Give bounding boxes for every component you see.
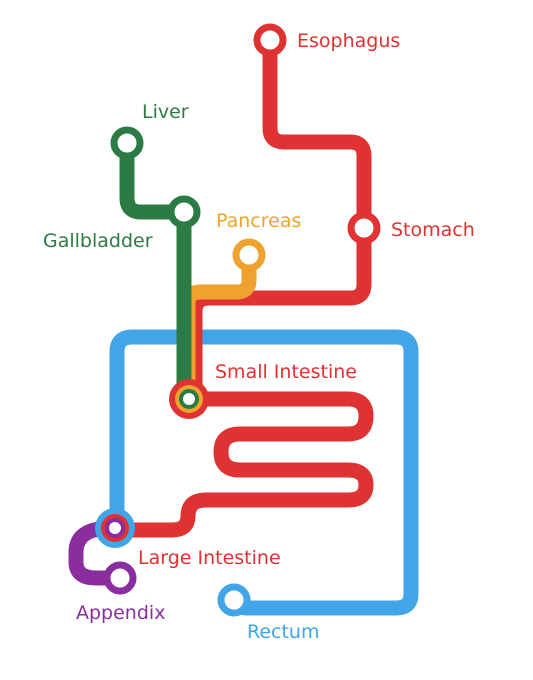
gallbladder-label: Gallbladder — [43, 230, 153, 252]
stomach-station — [347, 211, 381, 245]
liver-label: Liver — [142, 101, 189, 123]
small-intestine-station-core — [183, 393, 195, 405]
liver-line — [119, 135, 192, 406]
small-intestine-label: Small Intestine — [215, 361, 357, 383]
digestive-tract-line — [112, 32, 374, 538]
pancreas-label: Pancreas — [216, 210, 301, 232]
rectum-station — [217, 583, 251, 617]
rectum-label: Rectum — [247, 621, 319, 643]
liver-station — [110, 126, 144, 160]
gallbladder-station — [167, 195, 201, 229]
appendix-label: Appendix — [76, 602, 165, 624]
appendix-line — [68, 520, 128, 586]
large-intestine-label: Large Intestine — [138, 547, 281, 569]
appendix-station — [103, 561, 137, 595]
pancreas-station — [232, 238, 266, 272]
esophagus-label: Esophagus — [297, 30, 400, 52]
esophagus-station — [253, 23, 287, 57]
large-intestine-station-core — [109, 522, 121, 534]
stomach-label: Stomach — [391, 219, 475, 241]
